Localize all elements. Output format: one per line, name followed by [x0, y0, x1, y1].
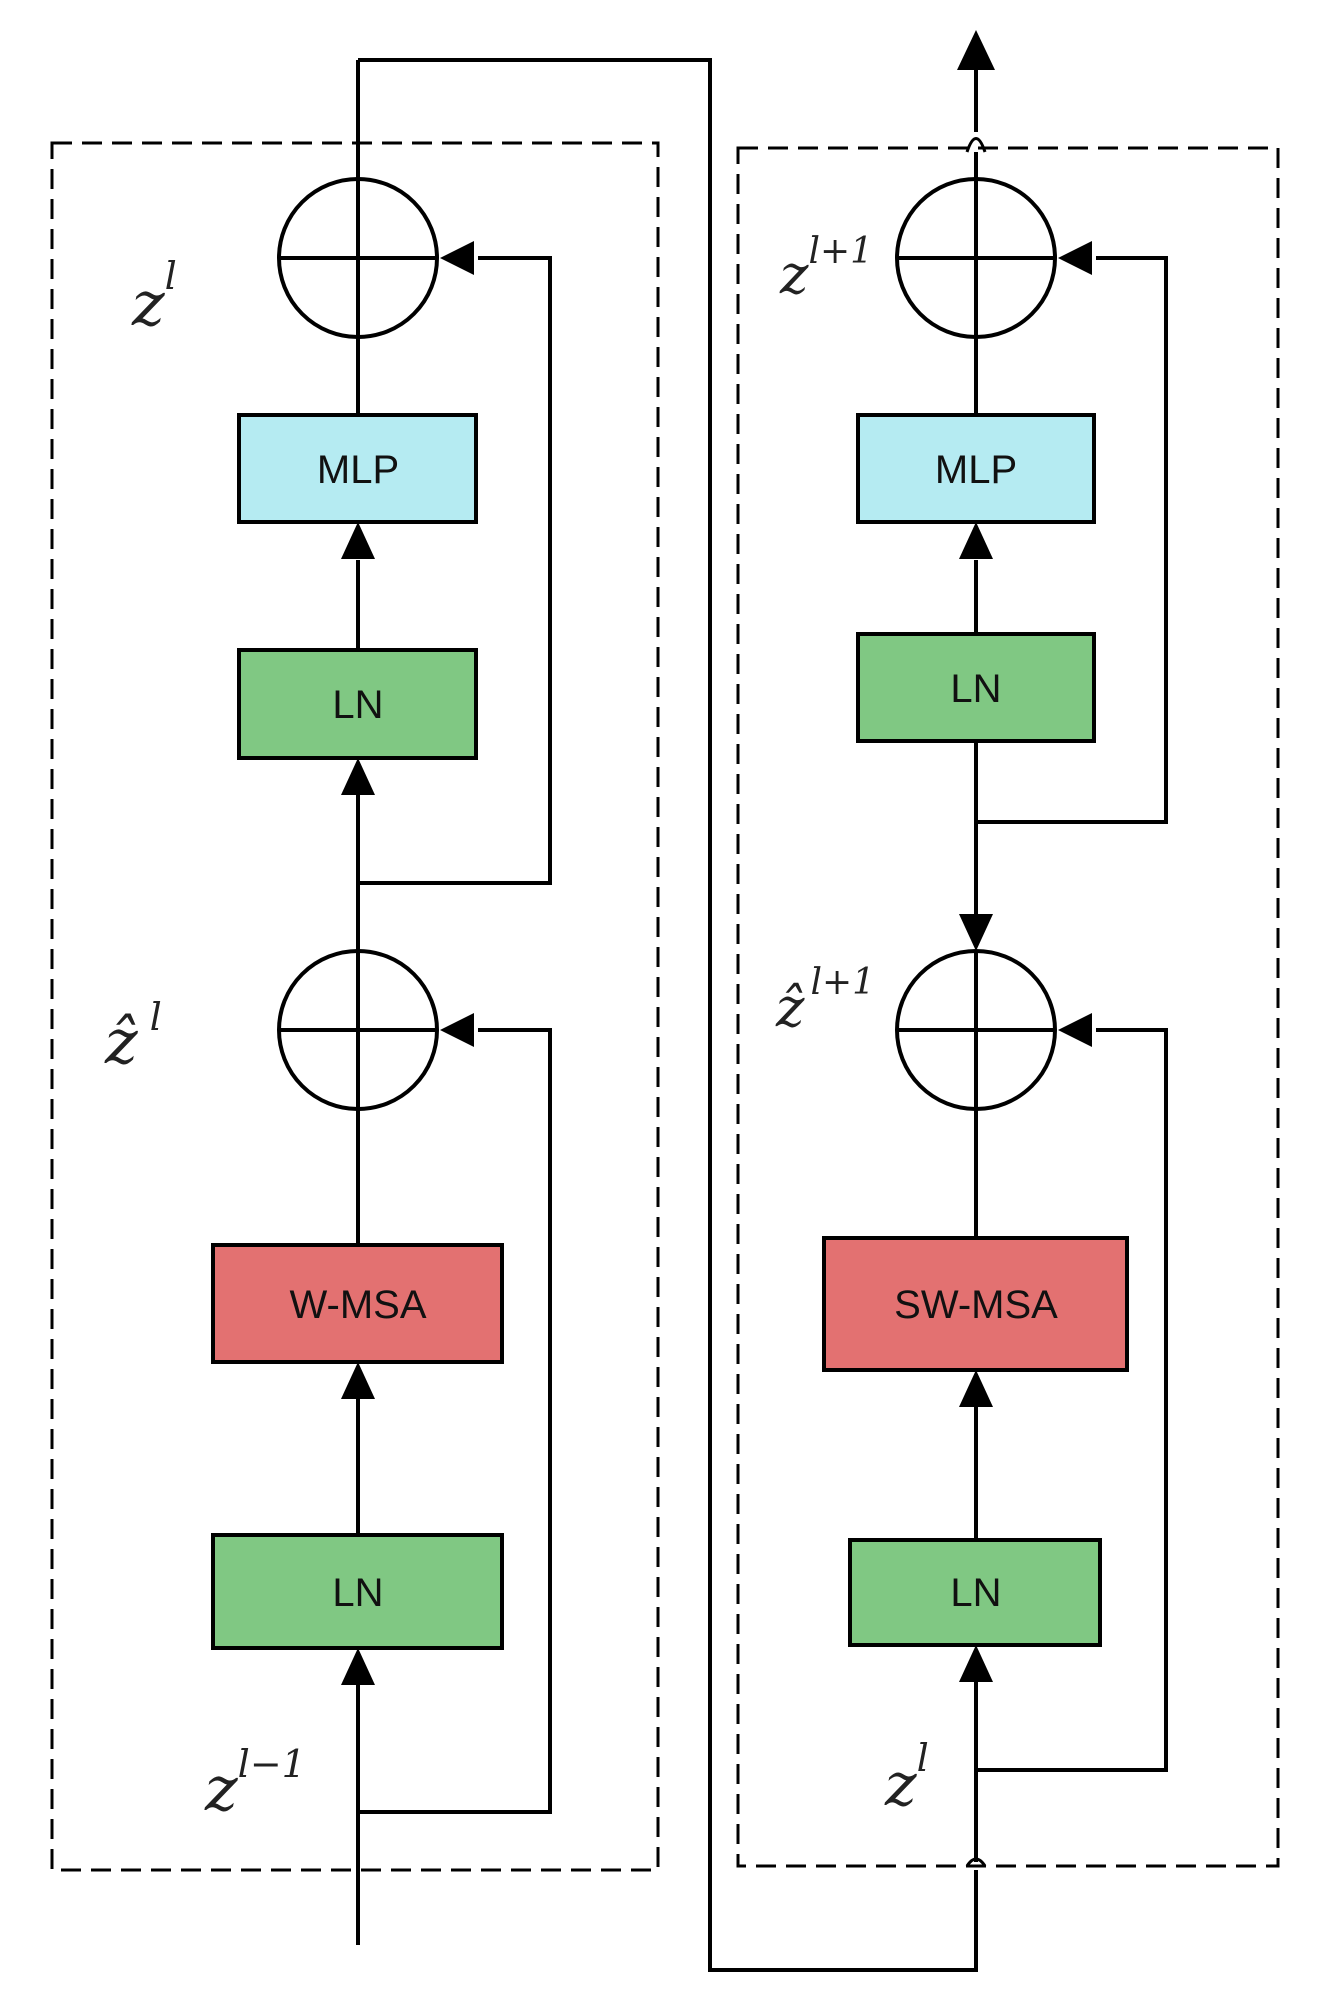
left-wmsa-box: W-MSA: [211, 1243, 504, 1364]
left-output-label: zl: [131, 254, 177, 340]
left-add-node-bottom: [277, 949, 439, 1111]
right-output-arrow: [957, 30, 995, 70]
right-residual-1: [976, 1028, 1168, 1772]
right-block-frame: [736, 146, 1280, 1868]
left-residual-1-arrow: [440, 1013, 474, 1047]
left-add-node-top: [277, 177, 439, 339]
right-arrow-into-mlp: [959, 522, 993, 559]
left-input-label: zl−1: [204, 1742, 306, 1825]
right-residual-2: [976, 256, 1168, 824]
right-residual-2-arrow: [1058, 241, 1092, 275]
right-swmsa-box: SW-MSA: [822, 1236, 1129, 1372]
left-arrow-into-ln-top: [341, 758, 375, 795]
right-add-node-top: [895, 177, 1057, 339]
right-output-label: zl+1: [779, 231, 873, 306]
left-ln-bottom-box: LN: [211, 1533, 504, 1650]
left-residual-2-arrow: [440, 241, 474, 275]
right-ln-bottom-box: LN: [848, 1538, 1102, 1647]
left-residual-2: [358, 256, 552, 885]
right-swmsa-label: SW-MSA: [894, 1283, 1058, 1327]
right-ln-bottom-label: LN: [950, 1571, 1001, 1615]
right-ln-top-label: LN: [950, 667, 1001, 711]
left-ln-top-box: LN: [237, 648, 478, 760]
right-arrow-into-ln-bottom: [959, 1645, 993, 1682]
left-ln-top-label: LN: [332, 683, 383, 727]
right-mlp-label: MLP: [935, 448, 1017, 492]
right-input-label: zl: [884, 1736, 929, 1820]
right-top-line-hop: [965, 137, 987, 153]
right-add-node-bottom: [895, 949, 1057, 1111]
right-mlp-box: MLP: [856, 413, 1096, 524]
right-arrow-down-into-add: [959, 914, 993, 951]
left-ln-bottom-label: LN: [332, 1571, 383, 1615]
left-arrow-into-mlp: [341, 522, 375, 559]
left-block-frame: [50, 141, 660, 1872]
left-arrow-into-ln-bottom: [341, 1648, 375, 1685]
right-arrow-into-swmsa: [959, 1370, 993, 1407]
inter-block-connection: [358, 58, 978, 1972]
left-arrow-into-wmsa: [341, 1362, 375, 1399]
right-residual-1-arrow: [1058, 1013, 1092, 1047]
left-mlp-label: MLP: [317, 448, 399, 492]
left-wmsa-label: W-MSA: [289, 1283, 426, 1327]
left-mlp-box: MLP: [237, 413, 478, 524]
left-residual-1: [358, 1028, 552, 1814]
right-ln-top-box: LN: [856, 632, 1096, 743]
